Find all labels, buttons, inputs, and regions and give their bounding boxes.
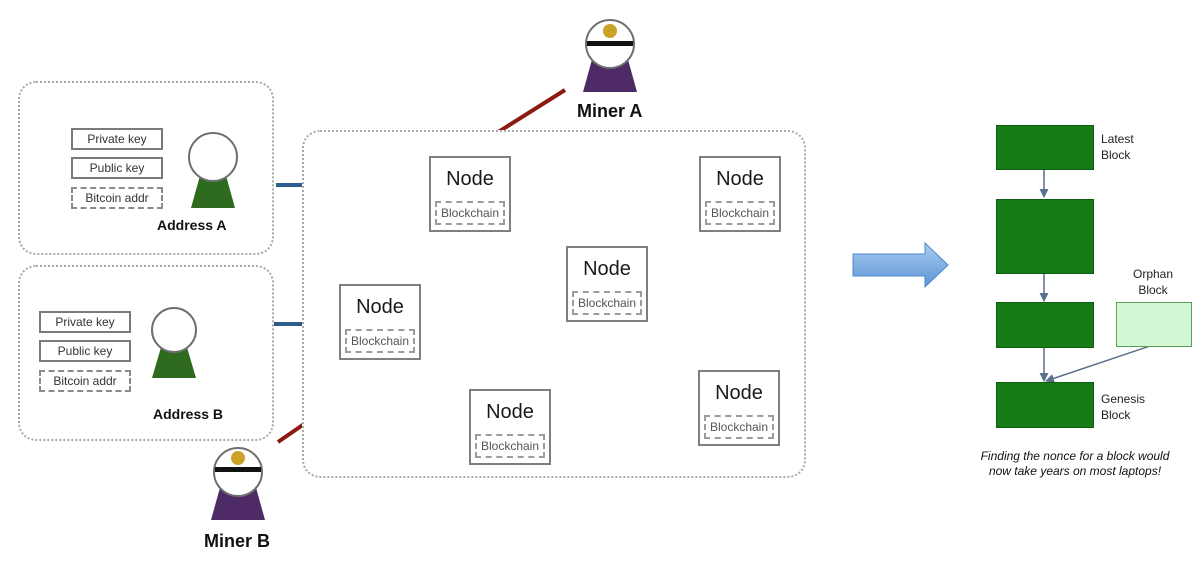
node-title: Node bbox=[446, 168, 494, 190]
address-b-private-key: Private key bbox=[39, 311, 131, 333]
node-title: Node bbox=[583, 258, 631, 280]
latest-block bbox=[996, 125, 1094, 170]
node-title: Node bbox=[486, 401, 534, 423]
miner-b-label: Miner B bbox=[204, 531, 271, 551]
node-top-right: Node Blockchain bbox=[699, 156, 781, 232]
genesis-block bbox=[996, 382, 1094, 428]
address-b-user-icon bbox=[151, 307, 197, 378]
node-title: Node bbox=[715, 382, 763, 404]
node-center: Node Blockchain bbox=[566, 246, 648, 322]
node-bottom-right: Node Blockchain bbox=[698, 370, 780, 446]
miner-a-icon bbox=[583, 19, 637, 92]
node-blockchain: Blockchain bbox=[475, 434, 545, 458]
miner-a-label: Miner A bbox=[577, 101, 643, 121]
chain-link-orphan bbox=[1045, 345, 1151, 383]
node-left: Node Blockchain bbox=[339, 284, 421, 360]
node-blockchain: Blockchain bbox=[705, 201, 775, 225]
latest-block-label: Latest Block bbox=[1101, 132, 1134, 162]
orphan-block-label: Orphan Block bbox=[1132, 267, 1174, 297]
address-a-label: Address A bbox=[157, 217, 227, 233]
middle-block bbox=[996, 199, 1094, 274]
big-right-arrow bbox=[852, 241, 949, 289]
node-top-left: Node Blockchain bbox=[429, 156, 511, 232]
node-blockchain: Blockchain bbox=[345, 329, 415, 353]
address-a-private-key: Private key bbox=[71, 128, 163, 150]
node-blockchain: Blockchain bbox=[572, 291, 642, 315]
node-title: Node bbox=[356, 296, 404, 318]
address-b-label: Address B bbox=[153, 406, 224, 422]
orphan-block bbox=[1116, 302, 1192, 347]
node-blockchain: Blockchain bbox=[704, 415, 774, 439]
address-b-bitcoin-addr: Bitcoin addr bbox=[39, 370, 131, 392]
chain-caption-line-2: now take years on most laptops! bbox=[988, 464, 1162, 478]
address-a-public-key: Public key bbox=[71, 157, 163, 179]
address-a-bitcoin-addr: Bitcoin addr bbox=[71, 187, 163, 209]
node-blockchain: Blockchain bbox=[435, 201, 505, 225]
genesis-block-label: Genesis Block bbox=[1101, 392, 1146, 422]
address-b-public-key: Public key bbox=[39, 340, 131, 362]
address-a-user-icon bbox=[188, 132, 238, 208]
chain-caption-line-1: Finding the nonce for a block would bbox=[980, 449, 1170, 463]
node-title: Node bbox=[716, 168, 764, 190]
miner-b-icon bbox=[211, 447, 265, 520]
lower-block bbox=[996, 302, 1094, 348]
node-bottom-center: Node Blockchain bbox=[469, 389, 551, 465]
